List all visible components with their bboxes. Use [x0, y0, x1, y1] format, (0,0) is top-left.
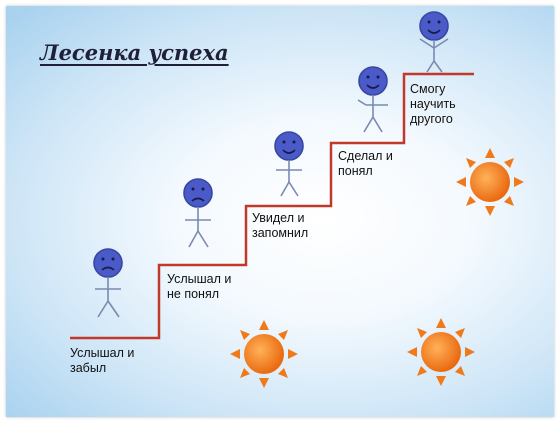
step-label-2: Услышал и не понял — [167, 272, 231, 302]
step-label-4: Сделал и понял — [338, 149, 393, 179]
step-label-line: забыл — [70, 361, 107, 375]
sad-face-icon — [93, 248, 123, 278]
step-label-line: Услышал и — [167, 272, 232, 286]
sun-icon — [456, 148, 524, 216]
sun-icon — [230, 320, 298, 388]
step-label-line: Сделал и — [338, 149, 393, 163]
slide: Лесенка успеха — [6, 6, 554, 417]
step-label-line: Увидел и — [252, 211, 305, 225]
happy-stick-figure-3 — [274, 131, 304, 197]
staircase-line — [70, 72, 474, 340]
happy-face-icon — [358, 66, 388, 96]
step-label-line: понял — [338, 164, 373, 178]
sad-face-icon — [183, 178, 213, 208]
sad-stick-figure-1 — [93, 248, 123, 318]
step-label-1: Услышал и забыл — [70, 346, 134, 376]
step-label-5: Смогу научить другого — [410, 82, 456, 127]
happy-face-icon — [419, 11, 449, 41]
happy-face-icon — [274, 131, 304, 161]
step-label-line: не понял — [167, 287, 220, 301]
step-label-line: Услышал и — [70, 346, 135, 360]
slide-title: Лесенка успеха — [40, 40, 229, 65]
sun-icon — [407, 318, 475, 386]
step-label-line: Смогу — [410, 82, 446, 96]
sad-stick-figure-2 — [183, 178, 213, 248]
happy-stick-figure-4 — [357, 66, 388, 133]
happy-stick-figure-5 — [419, 11, 449, 73]
step-label-line: запомнил — [252, 226, 309, 240]
staircase-diagram — [70, 11, 524, 388]
step-label-3: Увидел и запомнил — [252, 211, 308, 241]
step-label-line: научить — [410, 97, 456, 111]
step-label-line: другого — [410, 112, 453, 126]
